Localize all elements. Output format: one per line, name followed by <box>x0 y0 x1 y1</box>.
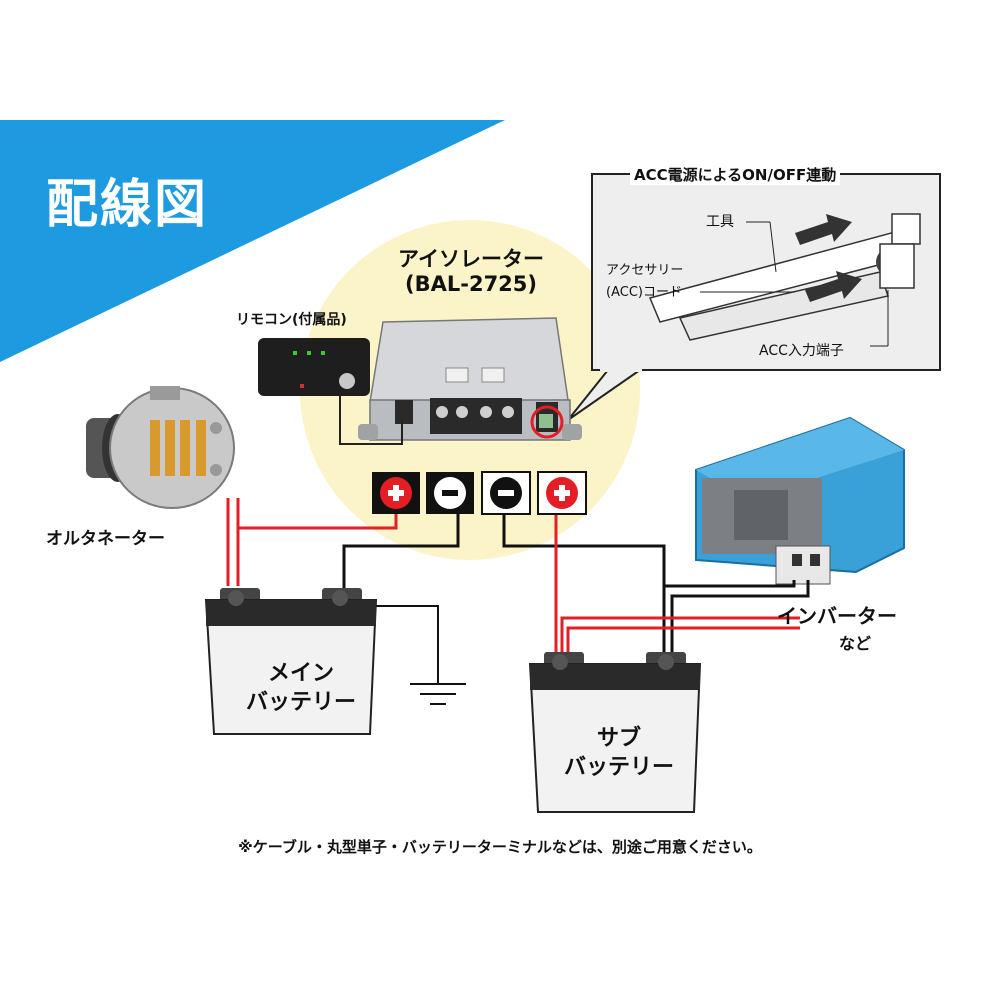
page-title: 配線図 <box>46 175 209 235</box>
isolator-label: アイソレーター <box>398 247 544 271</box>
inset-terminal-label: ACC入力端子 <box>759 343 844 359</box>
isolator-model: (BAL-2725) <box>405 272 537 296</box>
sub-battery-label: サブ <box>596 726 641 751</box>
wires <box>226 498 810 652</box>
terminal-negative-main <box>426 472 474 514</box>
sub-battery-icon <box>528 652 702 813</box>
main-battery-label-2: バッテリー <box>245 690 356 715</box>
insert-arrow-icon <box>805 271 862 302</box>
inverter-icon <box>695 416 905 585</box>
insert-arrow-icon <box>795 214 852 245</box>
alternator-icon <box>86 386 235 509</box>
terminal-positive-sub <box>537 471 587 515</box>
ground-symbol-icon <box>376 605 466 705</box>
footnote: ※ケーブル・丸型単子・バッテリーターミナルなどは、別途ご用意ください。 <box>238 838 762 856</box>
inverter-label: インバーター <box>777 604 897 628</box>
inset-cord-label-2: (ACC)コード <box>606 285 682 300</box>
remote-icon <box>258 338 370 396</box>
power-connector-highlight <box>530 405 564 439</box>
sub-battery-label-2: バッテリー <box>563 755 674 780</box>
alternator-label: オルタネーター <box>46 529 165 549</box>
inset-title: ACC電源によるON/OFF連動 <box>630 164 841 185</box>
main-battery-label: メイン <box>267 661 334 686</box>
remote-label: リモコン(付属品) <box>236 312 347 328</box>
isolator-icon <box>358 317 582 441</box>
inset-cord-label: アクセサリー <box>606 263 684 278</box>
terminal-negative-sub <box>481 471 531 515</box>
title-banner <box>0 120 505 362</box>
main-battery-icon <box>204 588 378 735</box>
inset-tool-label: 工具 <box>706 214 734 230</box>
remote-cable <box>339 396 403 445</box>
terminal-positive-main <box>372 472 420 514</box>
acc-inset <box>567 173 941 421</box>
inverter-sub-label: など <box>839 634 872 653</box>
